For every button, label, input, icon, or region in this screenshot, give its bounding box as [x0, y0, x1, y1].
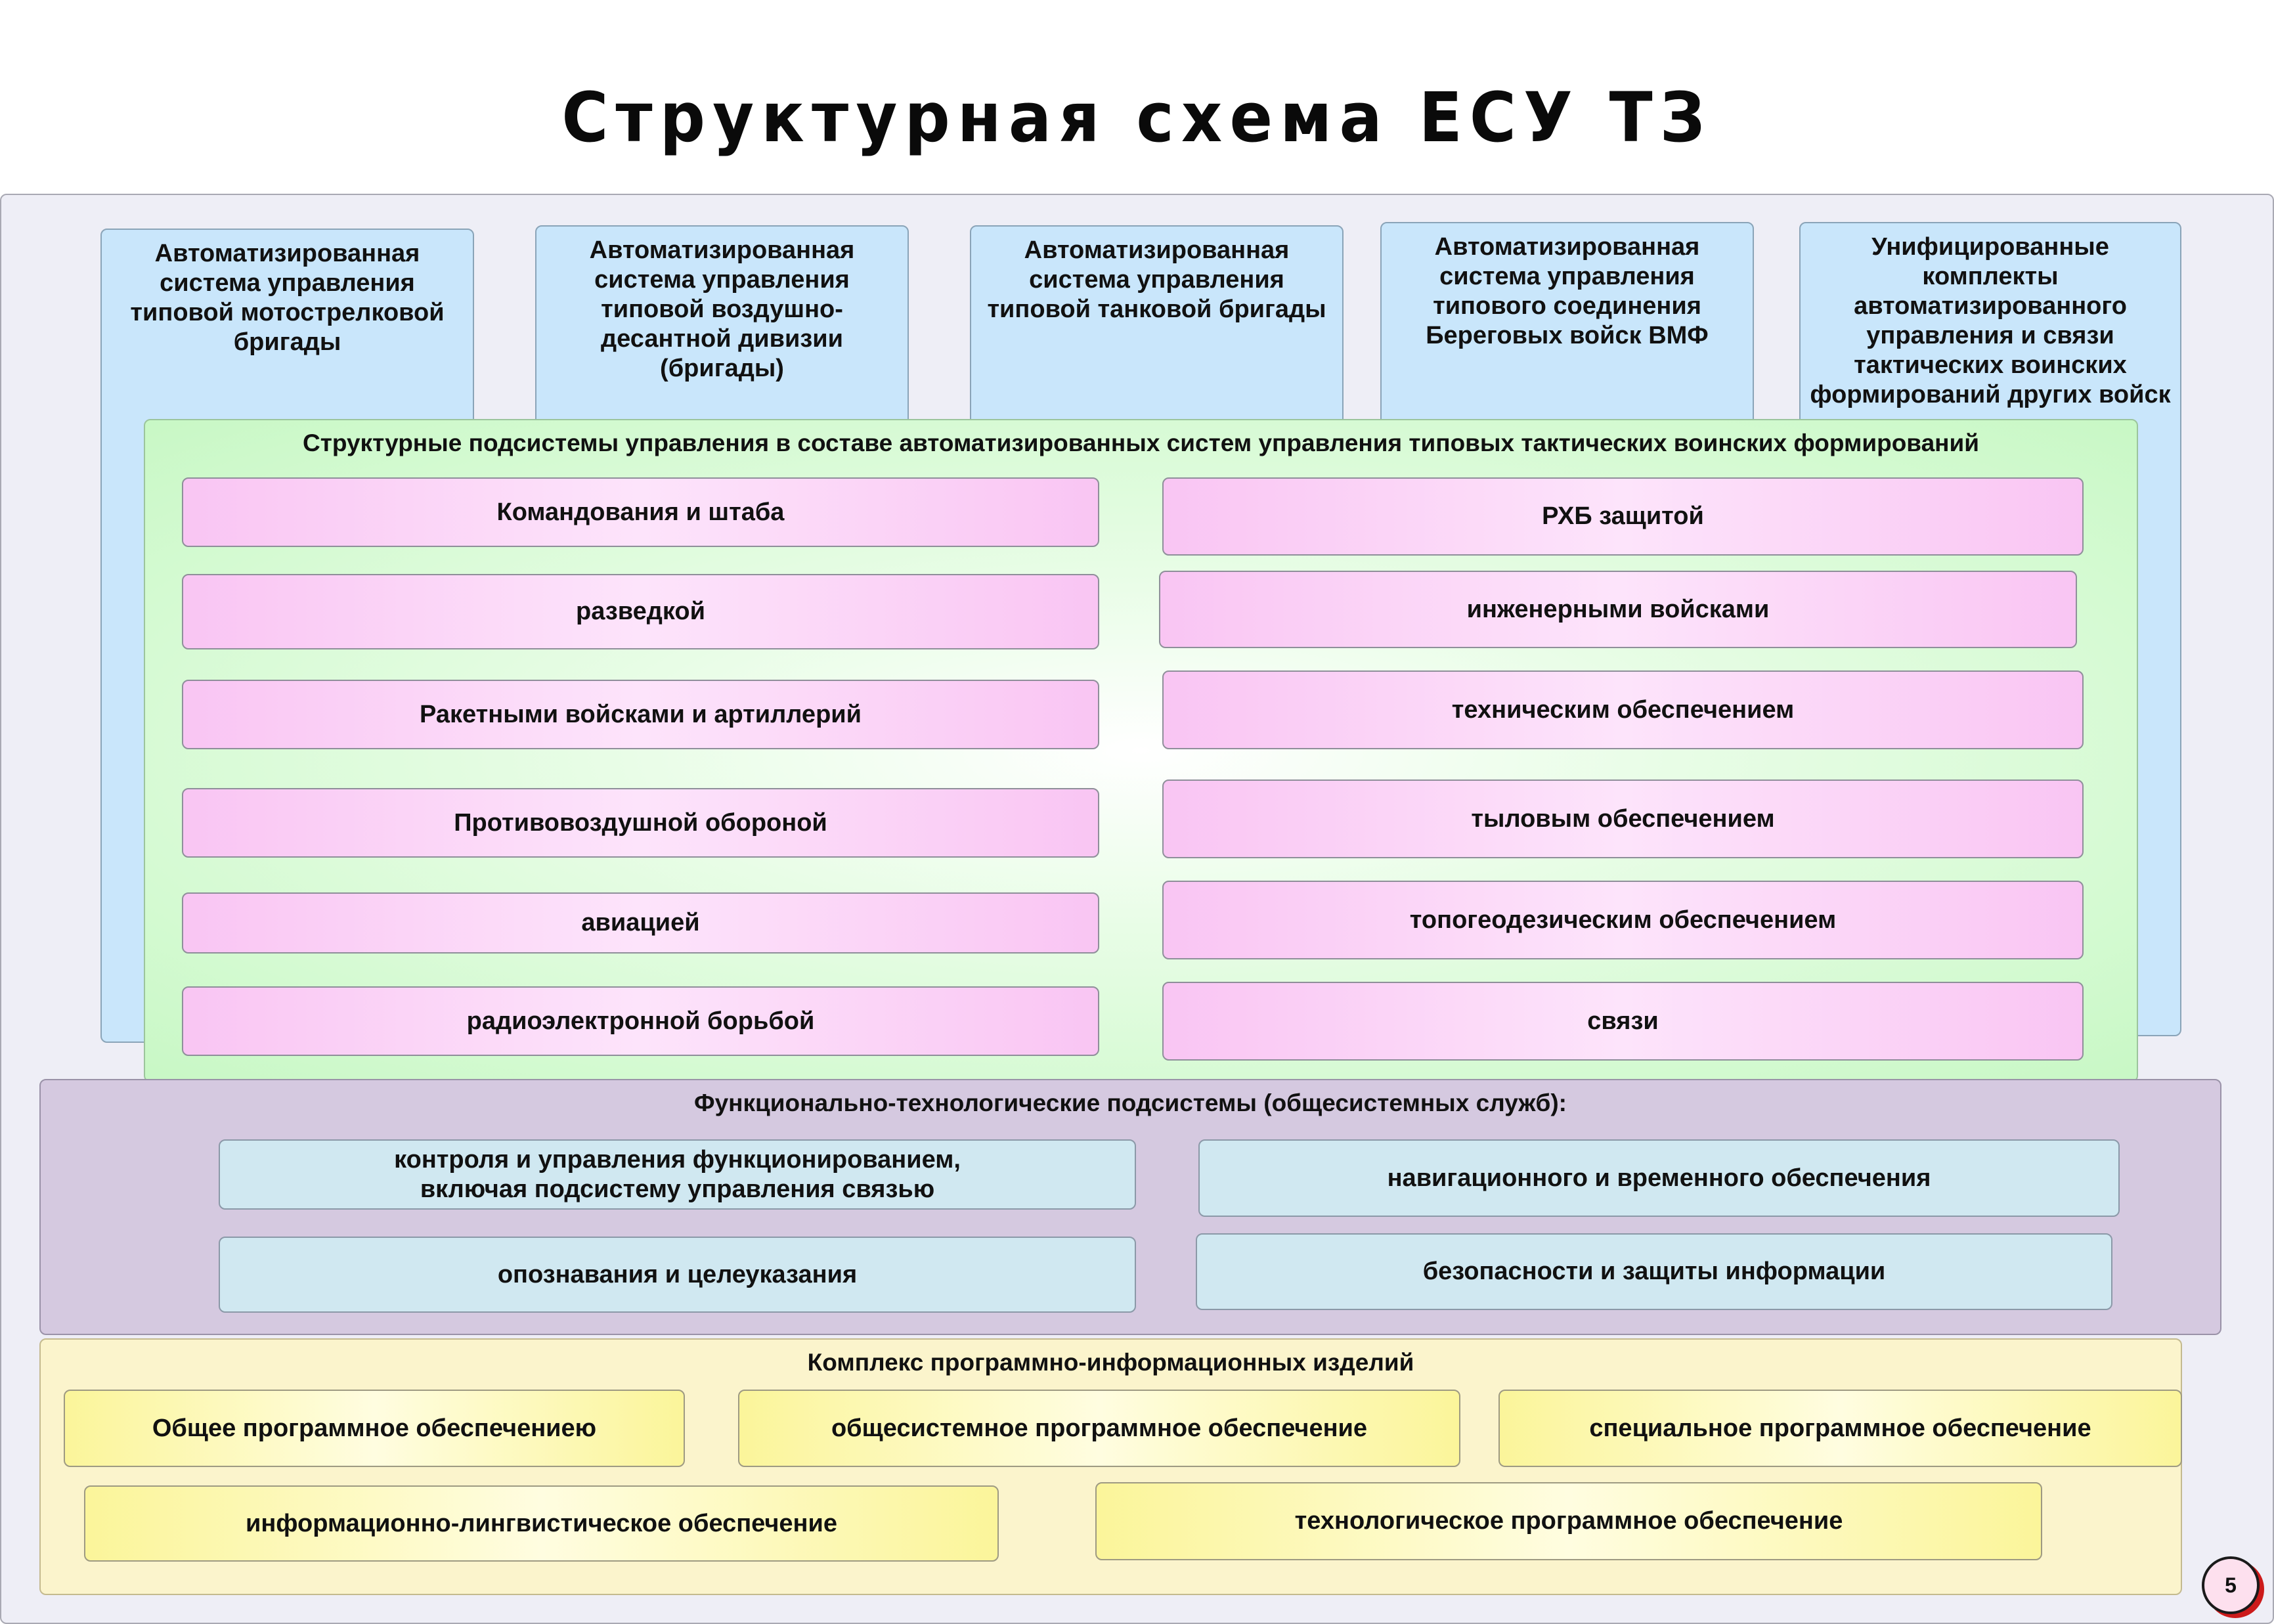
subsystem-command: Командования и штаба: [182, 477, 1099, 547]
functional-control-monitoring: контроля и управления функционированием,…: [219, 1139, 1136, 1210]
functional-information-security: безопасности и защиты информации: [1196, 1233, 2112, 1310]
subsystem-electronic-warfare: радиоэлектронной борьбой: [182, 986, 1099, 1056]
software-general: Общее программное обеспечениею: [64, 1390, 685, 1467]
subsystem-engineering: инженерными войсками: [1159, 571, 2077, 648]
functional-subsystems-title: Функционально-технологические подсистемы…: [694, 1089, 1567, 1116]
subsystem-missile-artillery: Ракетными войсками и артиллерий: [182, 680, 1099, 749]
functional-identification-targeting: опознавания и целеуказания: [219, 1237, 1136, 1313]
page-number-badge: 5: [2202, 1556, 2260, 1614]
software-system-wide: общесистемное программное обеспечение: [738, 1390, 1460, 1467]
structural-subsystems-title: Структурные подсистемы управления в сост…: [303, 429, 1979, 456]
subsystem-communications: связи: [1162, 982, 2084, 1061]
subsystem-technical-support: техническим обеспечением: [1162, 670, 2084, 749]
software-information-linguistic: информационно-лингвистическое обеспечени…: [84, 1485, 999, 1562]
subsystem-logistics: тыловым обеспечением: [1162, 779, 2084, 858]
subsystem-aviation: авиацией: [182, 892, 1099, 954]
subsystem-topogeodetic: топогеодезическим обеспечением: [1162, 881, 2084, 959]
software-special: специальное программное обеспечение: [1498, 1390, 2182, 1467]
page-title: Структурная схема ЕСУ ТЗ: [561, 77, 1713, 158]
subsystem-reconnaissance: разведкой: [182, 574, 1099, 649]
software-complex-title: Комплекс программно-информационных издел…: [807, 1349, 1414, 1376]
functional-navigation-timing: навигационного и временного обеспечения: [1198, 1139, 2120, 1217]
subsystem-air-defense: Противовоздушной обороной: [182, 788, 1099, 858]
software-technological: технологическое программное обеспечение: [1095, 1482, 2042, 1560]
subsystem-nbc-protection: РХБ защитой: [1162, 477, 2084, 556]
